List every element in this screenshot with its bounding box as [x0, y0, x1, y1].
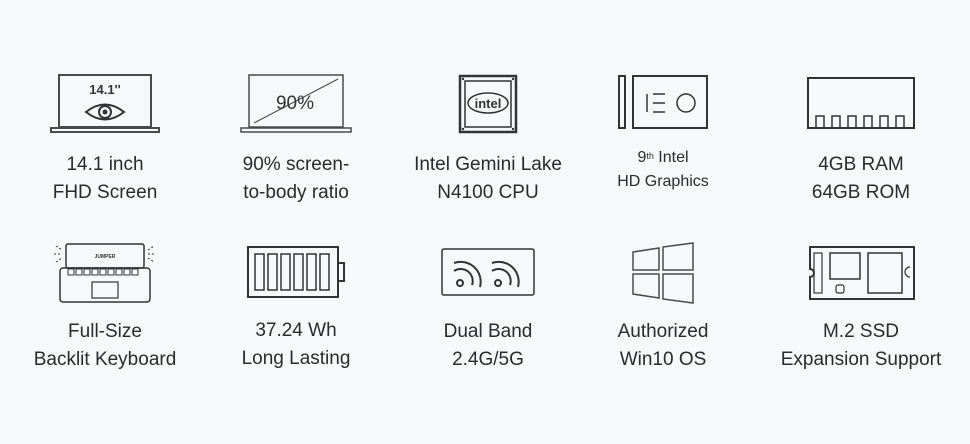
feature-label: Intel Gemini Lake N4100 CPU: [414, 154, 562, 203]
feature-label: Authorized Win10 OS: [617, 321, 709, 370]
feature-label: 37.24 Wh Long Lasting: [241, 320, 351, 369]
feature-label: Dual Band 2.4G/5G: [443, 321, 533, 370]
m2-ssd-icon: [764, 245, 958, 301]
svg-text:JUMPER: JUMPER: [95, 254, 116, 260]
laptop-screen-ratio-icon: 90%: [199, 73, 393, 135]
intel-chip-icon: intel: [391, 74, 585, 134]
feature-label: M.2 SSD Expansion Support: [780, 321, 942, 370]
graphics-card-icon: [566, 74, 760, 130]
feature-label: 90% screen- to-body ratio: [242, 154, 350, 203]
backlit-keyboard-icon: JUMPER: [8, 240, 202, 304]
svg-text:14.1'': 14.1'': [89, 82, 120, 97]
svg-text:90%: 90%: [276, 93, 314, 114]
feature-label: 9th Intel HD Graphics: [617, 149, 709, 190]
windows-logo-icon: [566, 242, 760, 304]
battery-icon: [199, 245, 393, 299]
feature-label: Full-Size Backlit Keyboard: [33, 321, 177, 370]
feature-label: 14.1 inch FHD Screen: [52, 154, 158, 203]
memory-module-icon: [764, 76, 958, 130]
feature-label: 4GB RAM 64GB ROM: [811, 154, 911, 203]
wifi-dual-band-icon: [391, 247, 585, 297]
svg-text:intel: intel: [475, 96, 502, 111]
laptop-eye-icon: 14.1'': [8, 73, 202, 135]
